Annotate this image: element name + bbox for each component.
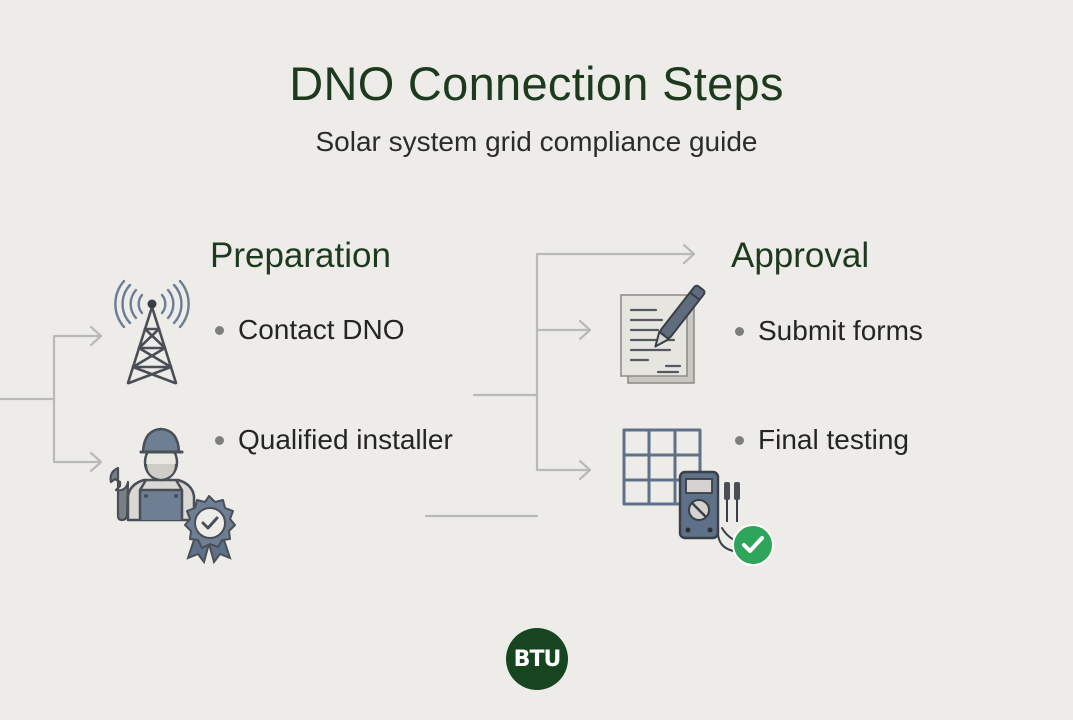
bullet-dot (215, 325, 224, 335)
step-label: Submit forms (758, 315, 923, 346)
connector-arrow-final-testing (578, 459, 592, 481)
connector-line-right-trunk (424, 252, 695, 518)
section-heading-approval: Approval (731, 236, 870, 275)
document-with-pen-icon (620, 284, 706, 384)
btu-logo: BTU (506, 628, 568, 690)
step-qualified-installer: Qualified installer (215, 423, 453, 457)
step-label: Final testing (758, 424, 909, 455)
page-subtitle: Solar system grid compliance guide (315, 126, 758, 157)
connector-line-left-trunk (0, 334, 102, 464)
connector-arrow-submit-forms (578, 319, 592, 341)
page-title: DNO Connection Steps (289, 57, 784, 110)
connector-arrow-contact-dno (89, 325, 103, 347)
radio-tower-icon (114, 279, 190, 385)
connector-arrow-approval (682, 243, 696, 265)
step-submit-forms: Submit forms (735, 314, 923, 348)
step-contact-dno: Contact DNO (215, 313, 405, 347)
solar-panel-multimeter-check-icon (622, 428, 774, 566)
step-label: Contact DNO (238, 314, 405, 345)
step-final-testing: Final testing (735, 423, 909, 457)
installer-with-certification-badge-icon (109, 427, 236, 565)
bullet-dot (215, 435, 224, 445)
bullet-dot (735, 435, 744, 445)
connector-arrow-qualified-installer (89, 451, 103, 473)
section-heading-preparation: Preparation (210, 236, 391, 275)
bullet-dot (735, 326, 744, 336)
step-label: Qualified installer (238, 424, 453, 455)
